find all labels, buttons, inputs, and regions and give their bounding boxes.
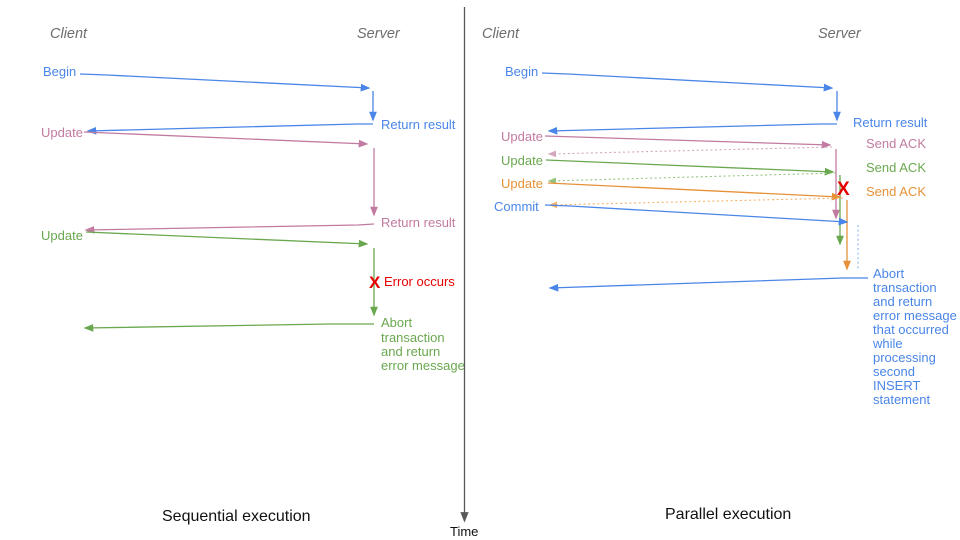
left-update-2-label: Update [41,228,83,243]
right-update-3-arrow [547,182,842,201]
right-abort-line: statement [873,392,930,407]
right-abort-line: processing [873,350,936,365]
right-abort-line: error message [873,308,957,323]
left-update-2-arrow [85,231,369,248]
left-server-header: Server [357,26,401,42]
left-abort-return-arrow [83,323,374,332]
right-server-header: Server [818,26,862,42]
time-axis-label: Time [450,524,478,539]
left-error-occurs-label: Error occurs [384,274,455,289]
right-update-3-label: Update [501,176,543,191]
time-axis: Time [450,7,478,539]
left-abort-line: transaction [381,330,445,345]
left-abort-line: Abort [381,315,412,330]
right-return-result-arrow [547,123,837,135]
right-abort-line: INSERT [873,378,920,393]
right-error-x-icon: X [837,179,850,200]
left-begin-arrow [79,73,371,92]
right-abort-line: while [872,336,903,351]
right-abort-return-arrow [548,277,868,292]
right-send-ack-1-arrow [547,146,833,158]
left-return-result-1-arrow [86,123,373,135]
left-abort-line: error message [381,358,465,373]
right-commit-arrow [544,204,849,226]
right-abort-text-block: Abort transaction and return error messa… [872,266,957,407]
right-abort-line: Abort [873,266,904,281]
left-return-result-2-arrow [84,223,375,234]
left-abort-text-block: Abort transaction and return error messa… [381,315,465,373]
left-caption: Sequential execution [162,508,311,525]
right-update-2-label: Update [501,153,543,168]
right-abort-line: and return [873,294,932,309]
right-send-ack-2-arrow [547,172,837,185]
right-update-1-arrow [544,135,832,149]
parallel-panel: Client Server Begin Return result Update… [482,26,957,523]
left-return-result-1-label: Return result [381,117,456,132]
left-update-1-arrow [83,131,369,148]
right-return-result-label: Return result [853,115,928,130]
left-client-header: Client [50,26,88,42]
left-begin-label: Begin [43,64,76,79]
right-send-ack-3-label: Send ACK [866,184,926,199]
right-send-ack-3-arrow [548,197,844,209]
left-error-x-icon: X [369,273,381,292]
sequential-panel: Client Server Begin Return result Update… [41,26,465,525]
right-update-1-label: Update [501,129,543,144]
left-abort-line: and return [381,344,440,359]
right-update-2-arrow [545,159,835,176]
right-send-ack-1-label: Send ACK [866,136,926,151]
right-begin-label: Begin [505,64,538,79]
right-commit-label: Commit [494,199,539,214]
right-begin-arrow [541,72,834,92]
right-abort-line: transaction [873,280,937,295]
left-return-result-2-label: Return result [381,215,456,230]
left-update-1-label: Update [41,125,83,140]
right-caption: Parallel execution [665,506,791,523]
right-abort-line: second [873,364,915,379]
right-abort-line: that occurred [873,322,949,337]
right-client-header: Client [482,26,520,42]
right-send-ack-2-label: Send ACK [866,160,926,175]
